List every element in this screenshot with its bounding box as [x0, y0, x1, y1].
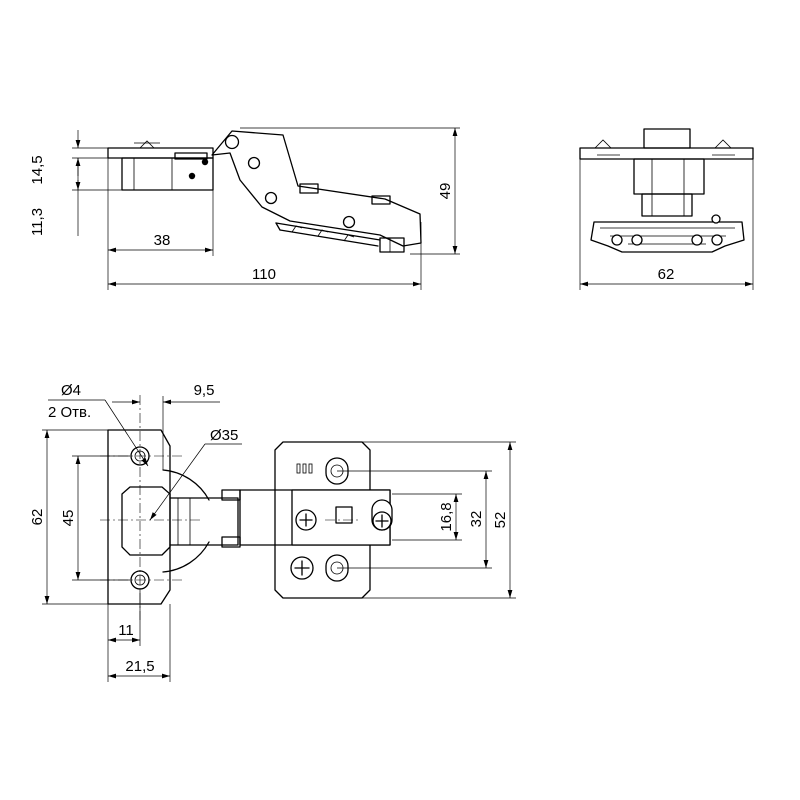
plan-view: Ø4 2 Отв. 9,5 Ø35 62 45: [29, 382, 516, 682]
callout-cup-diameter: Ø35: [149, 427, 242, 521]
rivet-dot: [201, 158, 209, 166]
dimension-32: 32: [337, 470, 492, 569]
label-16-8: 16,8: [438, 502, 455, 531]
dimension-52: 52: [362, 441, 516, 599]
dimension-62-plan: 62: [29, 429, 108, 605]
mounting-plate-edge: [579, 147, 754, 160]
dimension-11: 11: [107, 590, 141, 682]
label-hole-count: 2 Отв.: [48, 404, 91, 421]
dimension-14-5: 14,5: [29, 130, 108, 185]
hinge-arm: [211, 130, 422, 253]
label-49: 49: [437, 183, 454, 200]
label-45: 45: [60, 510, 77, 527]
label-9-5: 9,5: [194, 382, 215, 399]
dimension-21-5: 21,5: [108, 604, 171, 682]
indicator-marks: [296, 463, 313, 474]
end-view: 62: [579, 128, 754, 290]
label-62-end: 62: [658, 266, 675, 283]
cam-screw: [371, 499, 393, 531]
side-view: 14,5 11,3 38 110 49: [29, 127, 460, 290]
label-11: 11: [118, 622, 134, 639]
label-52: 52: [492, 512, 509, 529]
rivet-dot: [188, 172, 196, 180]
cup-outline: [162, 469, 210, 573]
label-cup-diameter: Ø35: [210, 427, 238, 444]
cup-body: [107, 140, 214, 191]
label-110: 110: [252, 266, 276, 283]
label-21-5: 21,5: [125, 658, 154, 675]
dimension-38: 38: [107, 158, 214, 290]
adjustment-screw: [295, 509, 317, 531]
dimension-9-5: 9,5: [112, 382, 220, 470]
dimension-62-end: 62: [579, 159, 754, 290]
dimension-11-3: 11,3: [29, 158, 122, 236]
label-hole-diameter: Ø4: [61, 382, 81, 399]
square-slot: [335, 506, 353, 524]
label-38: 38: [154, 232, 171, 249]
label-11-3: 11,3: [29, 208, 46, 236]
dimension-45: 45: [60, 455, 130, 581]
label-32: 32: [468, 511, 485, 528]
label-14-5: 14,5: [29, 155, 46, 184]
dimension-16-8: 16,8: [392, 493, 462, 541]
plate-screw-lower: [290, 556, 314, 580]
dimension-49: 49: [240, 127, 460, 255]
dimension-110: 110: [108, 222, 422, 290]
label-62-plan: 62: [29, 509, 46, 526]
callout-hole-diameter: Ø4 2 Отв.: [48, 382, 149, 467]
